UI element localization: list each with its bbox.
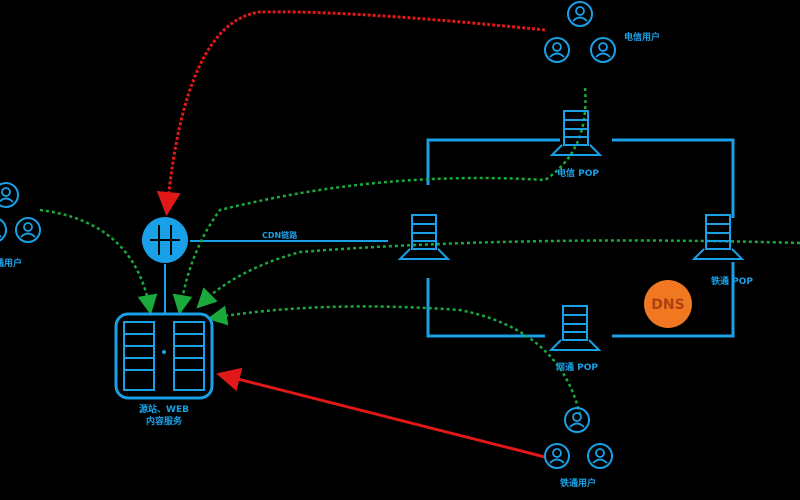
dns-badge-icon: DNS: [644, 280, 692, 328]
redirect-path-bottom: [216, 367, 546, 459]
top-users-label: 电信用户: [624, 31, 660, 43]
redirect-path-top: [156, 10, 546, 216]
server-stack-icon: [551, 110, 601, 156]
cdn-link-label: CDN链路: [262, 230, 298, 240]
origin-label-line2: 内容服务: [146, 415, 183, 427]
bottom-user-group: [544, 407, 613, 469]
server-stack-icon: [693, 214, 743, 260]
origin-server-cluster: [114, 312, 214, 400]
server-stack-icon: [399, 214, 449, 260]
top-user-group: [544, 1, 616, 63]
user-avatar-icon: [0, 217, 7, 243]
server-stack-icon: [550, 305, 600, 351]
user-avatar-icon: [0, 182, 19, 208]
user-avatar-icon: [564, 407, 590, 433]
bottom-users-label: 铁通用户: [560, 477, 596, 489]
left-users-label: 网通用户: [0, 257, 22, 269]
user-access-paths: [39, 87, 800, 416]
dns-badge-text: DNS: [651, 297, 684, 313]
user-avatar-icon: [544, 37, 570, 63]
origin-label-line1: 源站、WEB: [139, 403, 189, 415]
pop-bottom-label: 网通 POP: [556, 361, 598, 373]
user-avatar-icon: [544, 443, 570, 469]
user-avatar-icon: [590, 37, 616, 63]
user-avatar-icon: [587, 443, 613, 469]
user-avatar-icon: [567, 1, 593, 27]
pop-ring: [426, 138, 735, 338]
left-user-group: [0, 182, 41, 243]
user-avatar-icon: [15, 217, 41, 243]
router-globe-icon: [142, 217, 188, 263]
pop-right-label: 铁通 POP: [711, 275, 753, 287]
pop-top-label: 电信 POP: [557, 167, 599, 179]
